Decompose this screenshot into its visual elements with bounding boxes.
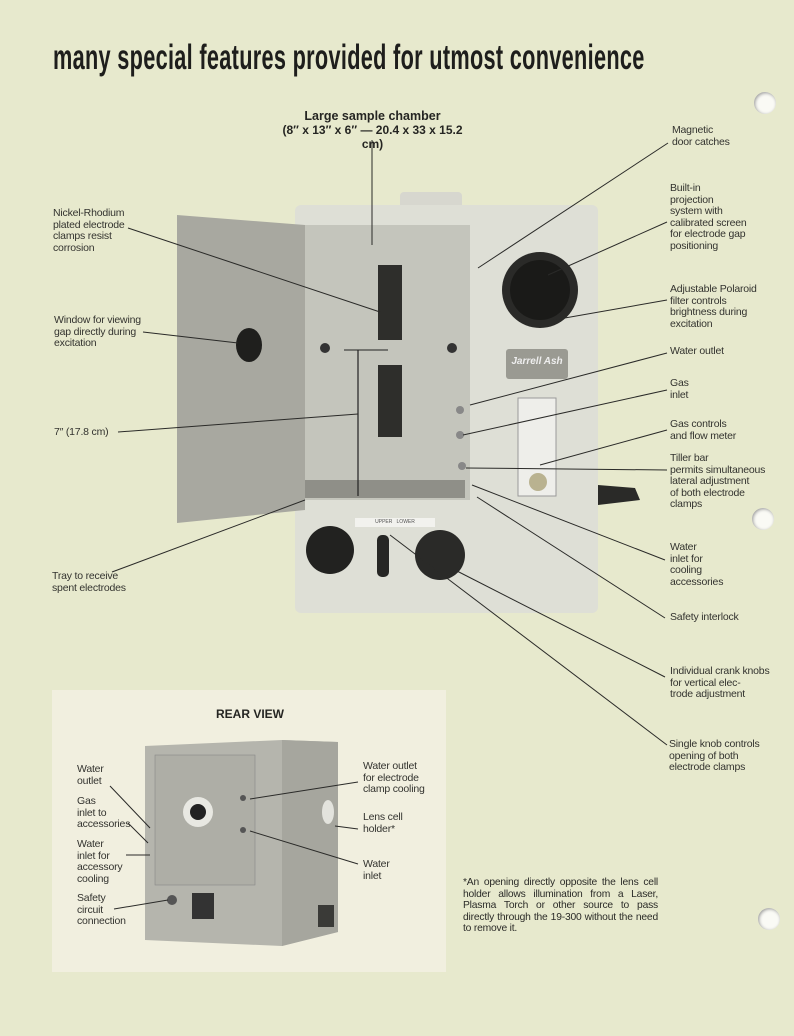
callout-tiller-bar: Tiller bar permits simultaneous lateral … xyxy=(670,452,766,510)
rear-machine-photo xyxy=(145,740,338,946)
lower-electrode-clamp xyxy=(378,365,402,437)
tiller-bar xyxy=(598,485,640,505)
rear-leader-lines xyxy=(109,781,359,910)
electrode-tray xyxy=(305,480,465,498)
upper-electrode-clamp xyxy=(378,265,402,340)
callout-single-knob: Single knob controls opening of both ele… xyxy=(669,738,760,773)
leader-lines xyxy=(111,140,669,746)
callout-water-outlet: Water outlet xyxy=(670,345,724,357)
rear-callout-lens-cell-holder: Lens cell holder* xyxy=(363,811,403,835)
jarrell-ash-logo: Jarrell Ash xyxy=(511,356,563,367)
rear-callout-water-inlet-2: Water inlet xyxy=(363,858,390,882)
flow-meter xyxy=(517,397,557,497)
callout-chamber-height: 7″ (17.8 cm) xyxy=(54,426,109,438)
callout-viewing-window: Window for viewing gap directly during e… xyxy=(54,314,141,349)
page-title: many special features provided for utmos… xyxy=(53,38,645,77)
callout-electrode-clamps: Nickel-Rhodium plated electrode clamps r… xyxy=(53,207,125,254)
rear-callout-water-inlet: Water inlet for accessory cooling xyxy=(77,838,123,885)
rear-callout-water-outlet: Water outlet xyxy=(77,763,104,787)
callout-projection-system: Built-in projection system with calibrat… xyxy=(670,182,747,252)
logo-plate xyxy=(506,349,568,379)
clamp-knob xyxy=(377,535,389,577)
chamber-heading: Large sample chamber xyxy=(304,109,441,123)
callout-crank-knobs: Individual crank knobs for vertical elec… xyxy=(670,665,770,700)
rear-callout-safety-circuit: Safety circuit connection xyxy=(77,892,126,927)
callout-tray: Tray to receive spent electrodes xyxy=(52,570,126,594)
callout-gas-inlet: Gas inlet xyxy=(670,377,689,401)
front-machine-photo xyxy=(177,192,640,613)
binder-hole xyxy=(752,508,774,530)
viewing-window xyxy=(236,328,262,362)
open-door xyxy=(177,215,305,523)
callout-polaroid-filter: Adjustable Polaroid filter controls brig… xyxy=(670,283,757,330)
binder-hole xyxy=(758,908,780,930)
callout-safety-interlock: Safety interlock xyxy=(670,611,739,623)
rear-callout-gas-inlet: Gas inlet to accessories xyxy=(77,795,131,830)
rear-view-heading: REAR VIEW xyxy=(215,707,284,721)
crank-knob-right xyxy=(415,530,465,580)
crank-knob-left xyxy=(306,526,354,574)
callout-door-catches: Magnetic door catches xyxy=(672,124,730,148)
callout-water-inlet-cooling: Water inlet for cooling accessories xyxy=(670,541,724,588)
rear-callout-clamp-cooling-outlet: Water outlet for electrode clamp cooling xyxy=(363,760,425,795)
binder-hole xyxy=(754,92,776,114)
knob-panel-label: UPPER LOWER xyxy=(375,519,415,525)
callout-gas-controls: Gas controls and flow meter xyxy=(670,418,737,442)
chamber-dimensions: (8″ x 13″ x 6″ — 20.4 x 33 x 15.2 cm) xyxy=(282,123,463,151)
footnote: *An opening directly opposite the lens c… xyxy=(463,877,658,934)
